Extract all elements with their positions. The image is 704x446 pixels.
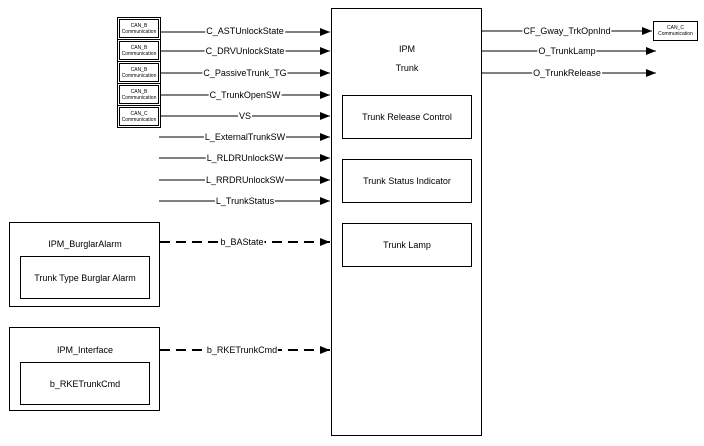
- source-type: Communication: [121, 116, 157, 123]
- output-signal-label: CF_Gway_TrkOpnInd: [522, 26, 612, 36]
- target-type: Communication: [658, 31, 693, 37]
- source-can-b: CAN_B Communication: [119, 63, 159, 82]
- module-signal-label: b_RKETrunkCmd: [205, 345, 279, 355]
- module-inner-block: b_RKETrunkCmd: [20, 362, 150, 405]
- function-trunk-status-indicator: Trunk Status Indicator: [342, 159, 472, 203]
- source-bus-name: CAN_B: [130, 22, 148, 29]
- function-trunk-lamp: Trunk Lamp: [342, 223, 472, 267]
- signal-label: L_RRDRUnlockSW: [204, 175, 286, 185]
- source-can-b: CAN_B Communication: [119, 19, 159, 38]
- target-bus-name: CAN_C: [667, 25, 684, 31]
- signal-label: C_TrunkOpenSW: [208, 90, 282, 100]
- signal-label: L_ExternalTrunkSW: [203, 132, 287, 142]
- source-type: Communication: [121, 72, 157, 79]
- source-bus-name: CAN_B: [130, 66, 148, 73]
- source-bus-name: CAN_B: [130, 88, 148, 95]
- function-trunk-release-control: Trunk Release Control: [342, 95, 472, 139]
- ipm-subtitle: Trunk: [395, 63, 419, 73]
- target-can-c: CAN_C Communication: [653, 21, 698, 41]
- source-type: Communication: [121, 94, 157, 101]
- source-bus-name: CAN_B: [130, 44, 148, 51]
- source-can-c: CAN_C Communication: [119, 107, 159, 126]
- signal-label: L_TrunkStatus: [214, 196, 276, 206]
- module-interface: IPM_Interface b_RKETrunkCmd: [9, 327, 160, 411]
- signal-label: VS: [237, 111, 253, 121]
- signal-label: C_DRVUnlockState: [204, 46, 286, 56]
- module-name: IPM_BurglarAlarm: [48, 239, 122, 249]
- module-signal-label: b_BAState: [219, 237, 265, 247]
- module-name: IPM_Interface: [56, 345, 114, 355]
- source-type: Communication: [121, 28, 157, 35]
- source-can-b: CAN_B Communication: [119, 41, 159, 60]
- source-type: Communication: [121, 50, 157, 57]
- ipm-title: IPM: [398, 44, 416, 54]
- signal-label: L_RLDRUnlockSW: [205, 153, 285, 163]
- module-inner-block: Trunk Type Burglar Alarm: [20, 256, 150, 299]
- module-burglar-alarm: IPM_BurglarAlarm Trunk Type Burglar Alar…: [9, 222, 160, 307]
- ipm-block: IPM Trunk Trunk Release Control Trunk St…: [331, 8, 482, 436]
- output-signal-label: O_TrunkLamp: [537, 46, 597, 56]
- source-bus-name: CAN_C: [130, 110, 148, 117]
- output-signal-label: O_TrunkRelease: [532, 68, 602, 78]
- source-can-b: CAN_B Communication: [119, 85, 159, 104]
- signal-label: C_PassiveTrunk_TG: [202, 68, 288, 78]
- signal-label: C_ASTUnlockState: [205, 26, 285, 36]
